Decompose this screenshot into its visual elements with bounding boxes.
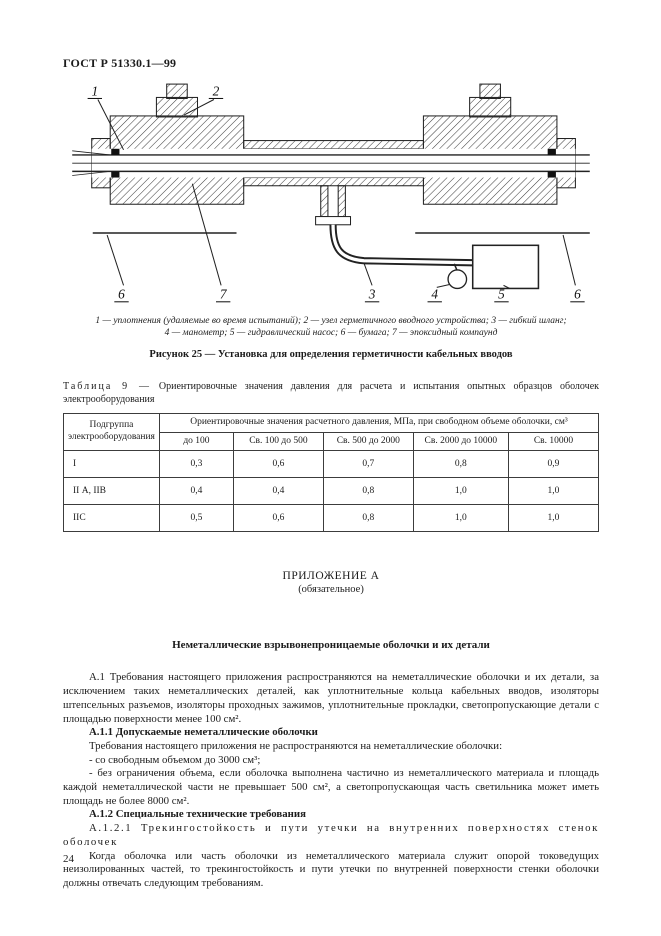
callout-4: 4 (431, 287, 438, 302)
cell: 0,6 (232, 450, 324, 479)
cell: 0,9 (507, 450, 600, 479)
table-row: I 0,3 0,6 0,7 0,8 0,9 (63, 450, 600, 479)
cell: 0,6 (232, 504, 324, 533)
table9-subheader-3: Св. 2000 до 10000 (412, 431, 509, 452)
paragraph-a1-2-1: Когда оболочка или часть оболочки из нем… (63, 849, 599, 889)
appendix-subtitle: (обязательное) (298, 584, 364, 596)
table9-title: Таблица 9 — Ориентировочные значения дав… (63, 380, 599, 406)
cell: 1,0 (412, 477, 509, 506)
table9-subheader-2: Св. 500 до 2000 (322, 431, 414, 452)
callout-7: 7 (220, 287, 228, 302)
page-number: 24 (63, 853, 74, 865)
cell: 0,8 (322, 504, 414, 533)
table9-label: Таблица 9 — (63, 380, 152, 392)
cell: 0,8 (322, 477, 414, 506)
cell: 1,0 (412, 504, 509, 533)
figure-legend-line2: 4 — манометр; 5 — гидравлический насос; … (164, 328, 498, 339)
appendix-section-title: Неметаллические взрывонепроницаемые обол… (172, 639, 490, 652)
table9: Подгруппа электрооборудования Ориентиров… (63, 412, 600, 533)
cell: 0,5 (158, 504, 234, 533)
figure-legend: 1 — уплотнения (удаляемые во время испыт… (63, 315, 599, 340)
paragraph-a1-1-intro: Требования настоящего приложения не расп… (89, 739, 503, 752)
table9-subheader-1: Св. 100 до 500 (232, 431, 324, 452)
cell: 0,4 (232, 477, 324, 506)
cell: 0,7 (322, 450, 414, 479)
callout-6-right: 6 (574, 287, 581, 302)
bullet-no-limit: - без ограничения объема, если оболочка … (63, 767, 599, 807)
bullet-volume: - со свободным объемом до 3000 см³; (89, 753, 261, 766)
callout-5: 5 (498, 287, 505, 302)
table9-col1-header: Подгруппа электрооборудования (63, 412, 160, 452)
table-row: II А, IIВ 0,4 0,4 0,8 1,0 1,0 (63, 477, 600, 506)
table-row: IIС 0,5 0,6 0,8 1,0 1,0 (63, 504, 600, 533)
paragraph-a1: А.1 Требования настоящего приложения рас… (63, 671, 599, 725)
table9-subheader-0: до 100 (158, 431, 234, 452)
heading-a1-2-1: А.1.2.1 Трекингостойкость и пути утечки … (63, 822, 599, 848)
appendix-title: ПРИЛОЖЕНИЕ А (282, 570, 380, 583)
callout-1: 1 (91, 83, 98, 98)
callout-3: 3 (368, 287, 376, 302)
cell: 0,4 (158, 477, 234, 506)
cell: 0,3 (158, 450, 234, 479)
appendix-body: А.1 Требования настоящего приложения рас… (63, 671, 599, 890)
row-label: IIС (63, 504, 160, 533)
standard-number: ГОСТ Р 51330.1—99 (63, 56, 177, 70)
callout-6-left: 6 (118, 287, 125, 302)
cell: 0,8 (412, 450, 509, 479)
heading-a1-2: А.1.2 Специальные технические требования (89, 808, 306, 821)
callout-2: 2 (213, 83, 220, 98)
page-content: ГОСТ Р 51330.1—99 (63, 56, 600, 890)
table9-span-header: Ориентировочные значения расчетного давл… (158, 412, 600, 433)
cell: 1,0 (507, 504, 600, 533)
figure-legend-line1: 1 — уплотнения (удаляемые во время испыт… (95, 316, 567, 326)
figure-caption: Рисунок 25 — Установка для определения г… (149, 348, 513, 360)
table9-title-text: Ориентировочные значения давления для ра… (63, 380, 599, 405)
row-label: II А, IIВ (63, 477, 160, 506)
heading-a1-1: А.1.1 Допускаемые неметаллические оболоч… (89, 726, 318, 739)
cable-gland-test-rig-drawing: 1 2 3 4 5 6 6 7 (72, 83, 590, 303)
figure-25: 1 2 3 4 5 6 6 7 (63, 81, 599, 360)
cell: 1,0 (507, 477, 600, 506)
table9-subheader-4: Св. 10000 (507, 431, 600, 452)
row-label: I (63, 450, 160, 479)
